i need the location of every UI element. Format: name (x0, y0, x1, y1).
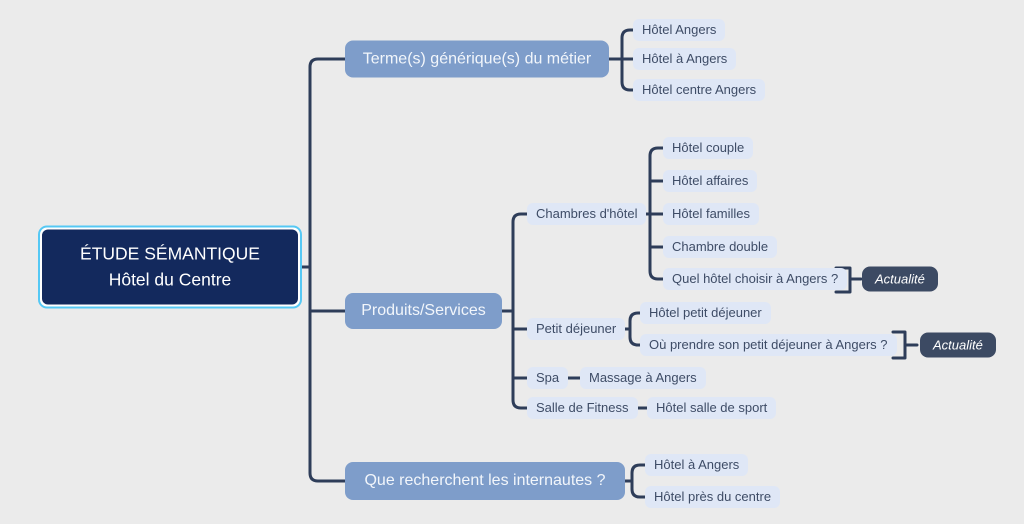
keyword-hotel-couple[interactable]: Hôtel couple (663, 137, 754, 159)
root-node-box: ÉTUDE SÉMANTIQUE Hôtel du Centre (42, 229, 298, 305)
keyword-hotel-centre-angers[interactable]: Hôtel centre Angers (633, 79, 766, 101)
keyword-ou-prendre-petit-dejeuner[interactable]: Où prendre son petit déjeuner à Angers ? (640, 334, 897, 356)
keyword-petit-dejeuner[interactable]: Petit déjeuner (527, 318, 626, 340)
keyword-hotel-a-angers-2[interactable]: Hôtel à Angers (645, 454, 749, 476)
keyword-hotel-a-angers[interactable]: Hôtel à Angers (633, 48, 737, 70)
root-title-line2: Hôtel du Centre (108, 269, 232, 289)
branch-label: Produits/Services (361, 302, 486, 319)
keyword-hotel-affaires[interactable]: Hôtel affaires (663, 170, 758, 192)
root-node[interactable]: ÉTUDE SÉMANTIQUE Hôtel du Centre (38, 225, 302, 309)
keyword-chambres-dhotel[interactable]: Chambres d'hôtel (527, 203, 647, 225)
branch-label: Que recherchent les internautes ? (364, 472, 606, 489)
keyword-hotel-angers[interactable]: Hôtel Angers (633, 19, 726, 41)
keyword-spa[interactable]: Spa (527, 367, 569, 389)
actualite-badge-1[interactable]: Actualité (862, 266, 938, 292)
keyword-massage-a-angers[interactable]: Massage à Angers (580, 367, 706, 389)
actualite-badge-2[interactable]: Actualité (920, 332, 996, 358)
keyword-hotel-familles[interactable]: Hôtel familles (663, 203, 760, 225)
keyword-quel-hotel-choisir[interactable]: Quel hôtel choisir à Angers ? (663, 268, 848, 290)
keyword-salle-de-fitness[interactable]: Salle de Fitness (527, 397, 638, 419)
root-title-line1: ÉTUDE SÉMANTIQUE (80, 243, 260, 264)
branch-node-produits-services[interactable]: Produits/Services (345, 293, 502, 329)
keyword-hotel-salle-de-sport[interactable]: Hôtel salle de sport (647, 397, 777, 419)
branch-node-termes-generiques[interactable]: Terme(s) générique(s) du métier (345, 40, 609, 78)
keyword-hotel-pres-du-centre[interactable]: Hôtel près du centre (645, 486, 781, 508)
branch-node-internautes[interactable]: Que recherchent les internautes ? (345, 462, 625, 500)
keyword-hotel-petit-dejeuner[interactable]: Hôtel petit déjeuner (640, 302, 771, 324)
branch-label: Terme(s) générique(s) du métier (362, 50, 592, 67)
keyword-chambre-double[interactable]: Chambre double (663, 236, 778, 258)
